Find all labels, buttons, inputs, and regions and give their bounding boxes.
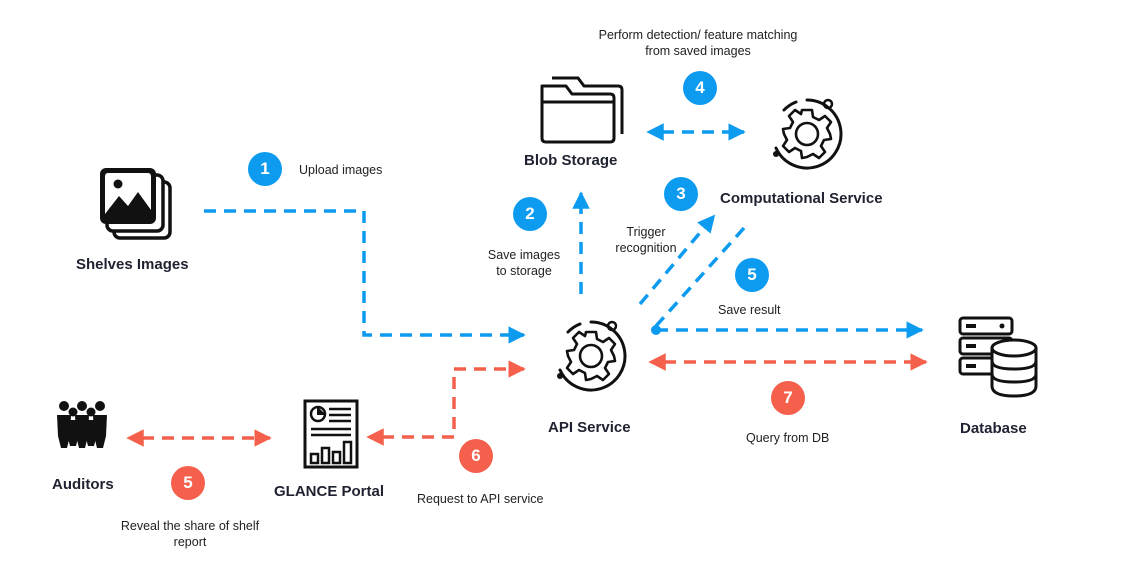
node-label-blob-storage: Blob Storage (524, 152, 618, 169)
step-text-save-result: Save result (718, 303, 781, 317)
step-text-save-images-line-2: to storage (496, 264, 552, 278)
node-label-shelves-images: Shelves Images (76, 256, 189, 273)
step-text-feature-matching-line-2: from saved images (645, 44, 751, 58)
node-label-glance-portal: GLANCE Portal (274, 483, 385, 500)
folder-icon (540, 76, 624, 144)
step-badge-5-red: 5 (171, 466, 205, 500)
edge-request-api (366, 360, 526, 446)
step-text-reveal-report: Reveal the share of shelf report (96, 518, 284, 550)
step-text-request-api: Request to API service (417, 492, 544, 506)
step-text-trigger-recognition-line-1: Trigger (626, 225, 666, 239)
node-label-computational-service: Computational Service (720, 190, 883, 207)
step-badge-5-blue: 5 (735, 258, 769, 292)
node-label-api-service: API Service (548, 419, 631, 436)
step-badge-2: 2 (513, 197, 547, 231)
step-text-save-images: Save images to storage (476, 247, 572, 279)
step-text-reveal-report-line-2: report (173, 535, 207, 549)
image-stack-icon (100, 168, 172, 240)
step-text-trigger-recognition: Trigger recognition (598, 224, 694, 256)
step-text-reveal-report-line-1: Reveal the share of shelf (120, 519, 260, 533)
api-junction-dot (651, 325, 661, 335)
gear-icon (557, 320, 627, 392)
step-badge-1: 1 (248, 152, 282, 186)
node-label-auditors: Auditors (52, 476, 114, 493)
report-document-icon (303, 399, 359, 469)
server-database-icon (958, 316, 1038, 398)
step-text-trigger-recognition-line-2: recognition (615, 241, 677, 255)
step-badge-7: 7 (771, 381, 805, 415)
edge-upload-images (204, 209, 526, 344)
step-text-upload-images: Upload images (299, 163, 383, 177)
step-text-feature-matching-line-1: Perform detection/ feature matching (598, 28, 798, 42)
step-text-query-db: Query from DB (746, 431, 830, 445)
node-label-database: Database (960, 420, 1027, 437)
group-people-icon (57, 401, 107, 448)
step-text-feature-matching: Perform detection/ feature matching from… (568, 27, 828, 59)
gear-icon (773, 98, 843, 170)
step-badge-3: 3 (664, 177, 698, 211)
step-badge-4: 4 (683, 71, 717, 105)
step-text-save-images-line-1: Save images (487, 248, 561, 262)
edge-save-result-return (654, 226, 746, 328)
step-badge-6: 6 (459, 439, 493, 473)
